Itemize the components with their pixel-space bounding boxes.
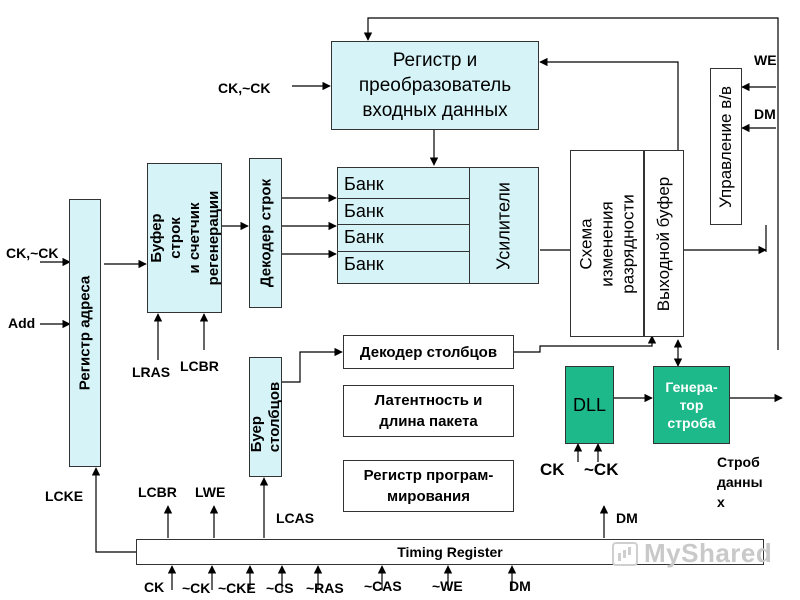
row-decoder-label: Декодер строк xyxy=(257,178,274,288)
timing-input-signal: DM xyxy=(509,578,531,594)
lwe-signal: LWE xyxy=(195,484,226,500)
timing-register-label: Timing Register xyxy=(397,544,503,560)
presentation-icon xyxy=(612,541,638,566)
nck-dll-signal: ~CK xyxy=(584,460,619,479)
dll-label: DLL xyxy=(572,394,607,415)
width-conversion-block: Схема изменения разрядности xyxy=(570,150,644,337)
ck-dll-signal: CK xyxy=(540,460,565,479)
address-register-label: Регистр адреса xyxy=(76,275,94,391)
bank-label: Банк xyxy=(344,174,384,194)
program-register-label: Регистр програм- мирования xyxy=(363,467,494,505)
amplifiers-label: Усилители xyxy=(493,181,514,270)
output-buffer-block: Выходной буфер xyxy=(644,150,684,337)
bank-label: Банк xyxy=(344,254,384,274)
add-signal: Add xyxy=(8,315,36,331)
row-buffer-block: Буфер строк и счетчик регенерации xyxy=(147,163,222,313)
lcke-signal: LCKE xyxy=(45,488,84,504)
bank-array-block: Банк Банк Банк Банк Усилители xyxy=(337,167,539,284)
input-data-register-label: Регистр и преобразователь входных данных xyxy=(358,50,512,121)
timing-input-signal: ~WE xyxy=(432,578,463,594)
timing-input-signal: ~CAS xyxy=(364,578,402,594)
strobe-generator-block: Генера- тор строба xyxy=(653,366,730,444)
io-control-label: Управление в/в xyxy=(716,85,735,208)
timing-input-signal: CK xyxy=(144,579,165,595)
strobe-data-signal: Строб данны х xyxy=(717,454,763,510)
timing-input-signal: ~RAS xyxy=(306,580,344,596)
ck-input-signal: CK,~CK xyxy=(218,80,271,96)
column-buffer-block: Буер столбцов xyxy=(247,357,283,477)
row-decoder-block: Декодер строк xyxy=(249,158,282,308)
timing-input-signal: ~CK xyxy=(182,580,211,596)
bank-label: Банк xyxy=(344,227,384,247)
io-control-block: Управление в/в xyxy=(710,68,742,225)
program-register-block: Регистр програм- мирования xyxy=(343,460,514,512)
output-buffer-label: Выходной буфер xyxy=(654,176,673,311)
column-decoder-block: Декодер столбцов xyxy=(343,335,514,369)
lcbr-signal: LCBR xyxy=(138,484,177,500)
we-signal: WE xyxy=(754,52,777,68)
latency-label: Латентность и длина пакета xyxy=(374,392,483,430)
watermark-text: MyShared xyxy=(644,538,773,568)
column-decoder-label: Декодер столбцов xyxy=(359,343,498,361)
dm-signal: DM xyxy=(616,510,638,526)
lcas-signal: LCAS xyxy=(276,510,315,526)
width-conversion-label: Схема изменения разрядности xyxy=(576,193,638,294)
lras-signal: LRAS xyxy=(132,364,171,380)
ck-address-signal: CK,~CK xyxy=(6,245,59,261)
timing-input-signal: ~CS xyxy=(266,580,294,596)
column-buffer-label: Буер столбцов xyxy=(247,381,283,453)
dll-block: DLL xyxy=(565,366,614,444)
lcbr-signal: LCBR xyxy=(180,358,219,374)
watermark-logo: MyShared xyxy=(612,538,772,569)
address-register-block: Регистр адреса xyxy=(69,199,101,467)
input-data-register-block: Регистр и преобразователь входных данных xyxy=(331,41,539,130)
row-buffer-label: Буфер строк и счетчик регенерации xyxy=(147,190,222,286)
timing-register-block: Timing Register xyxy=(136,539,764,565)
bank-label: Банк xyxy=(344,201,384,221)
dm-signal: DM xyxy=(754,106,776,122)
strobe-generator-label: Генера- тор строба xyxy=(665,379,718,431)
timing-input-signal: ~CKE xyxy=(218,580,256,596)
latency-block: Латентность и длина пакета xyxy=(343,385,514,437)
